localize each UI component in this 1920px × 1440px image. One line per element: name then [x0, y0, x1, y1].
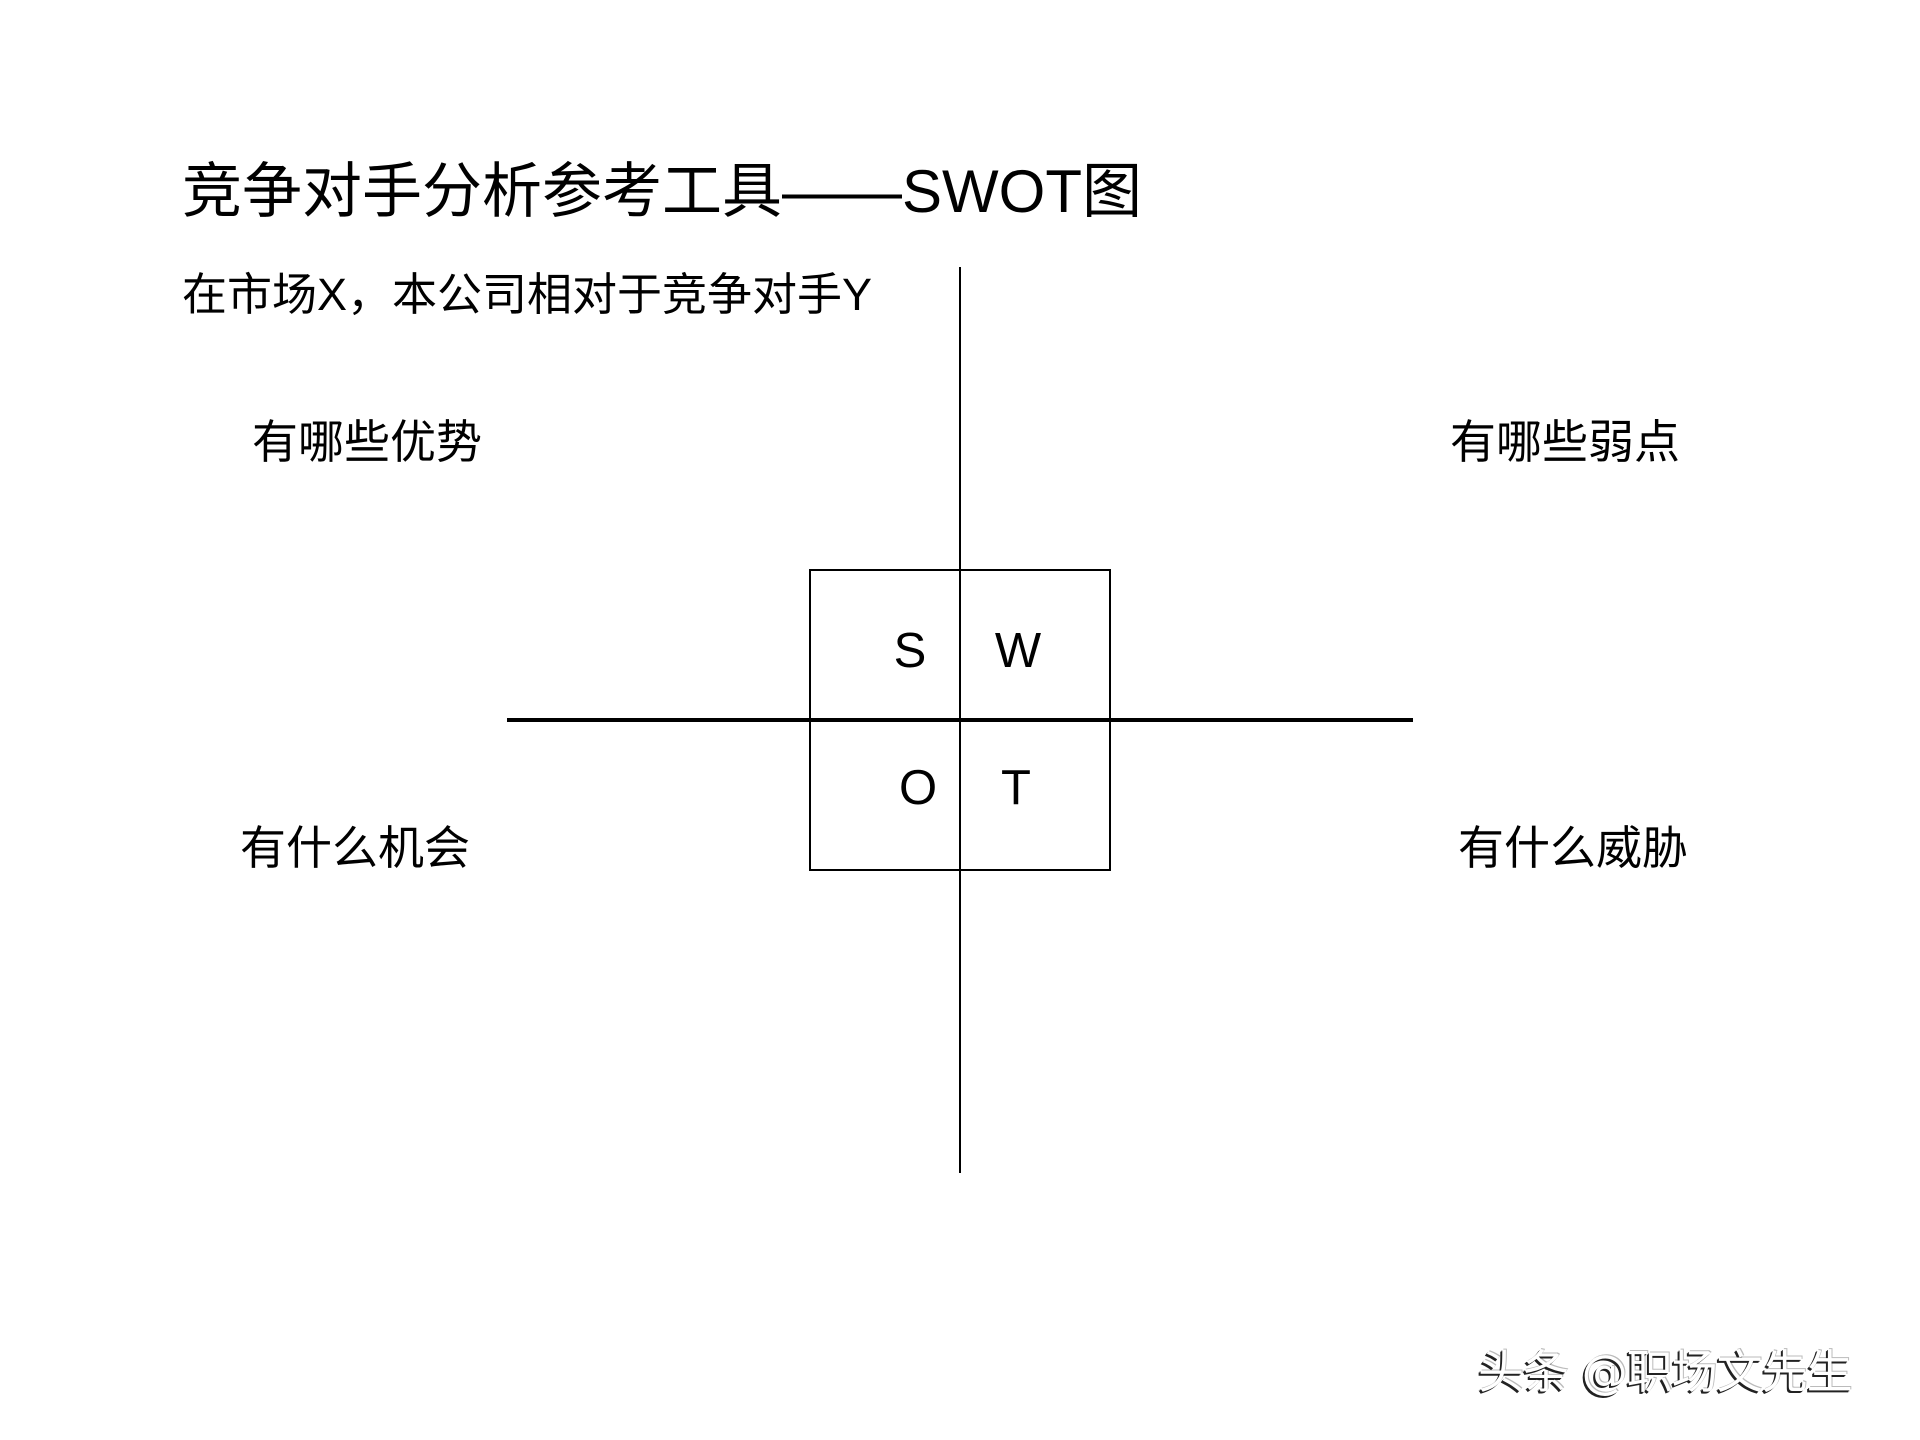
watermark: 头条 @职场文先生: [1478, 1345, 1853, 1399]
title-dash: ——: [782, 158, 902, 225]
strengths-letter: S: [893, 624, 927, 678]
horizontal-axis: [507, 718, 1413, 722]
title-swot: SWOT: [902, 158, 1082, 225]
subtitle-competitor: Y: [842, 269, 873, 320]
subtitle-part1: 在市场: [182, 268, 318, 321]
title-suffix: 图: [1081, 157, 1142, 227]
subtitle-part2: ，本公司相对于竞争对手: [347, 268, 843, 321]
strengths-label: 有哪些优势: [252, 415, 482, 469]
page-title: 竞争对手分析参考工具——SWOT图: [182, 152, 1142, 232]
subtitle: 在市场X，本公司相对于竞争对手Y: [182, 265, 872, 325]
threats-label: 有什么威胁: [1458, 821, 1688, 875]
weaknesses-label: 有哪些弱点: [1450, 415, 1680, 469]
threats-letter: T: [1001, 761, 1031, 815]
opportunities-letter: O: [898, 761, 938, 815]
opportunities-label: 有什么机会: [240, 821, 470, 875]
swot-grid-box: [809, 569, 1111, 871]
title-prefix: 竞争对手分析参考工具: [182, 157, 782, 227]
subtitle-market: X: [317, 269, 348, 320]
weaknesses-letter: W: [994, 624, 1042, 678]
